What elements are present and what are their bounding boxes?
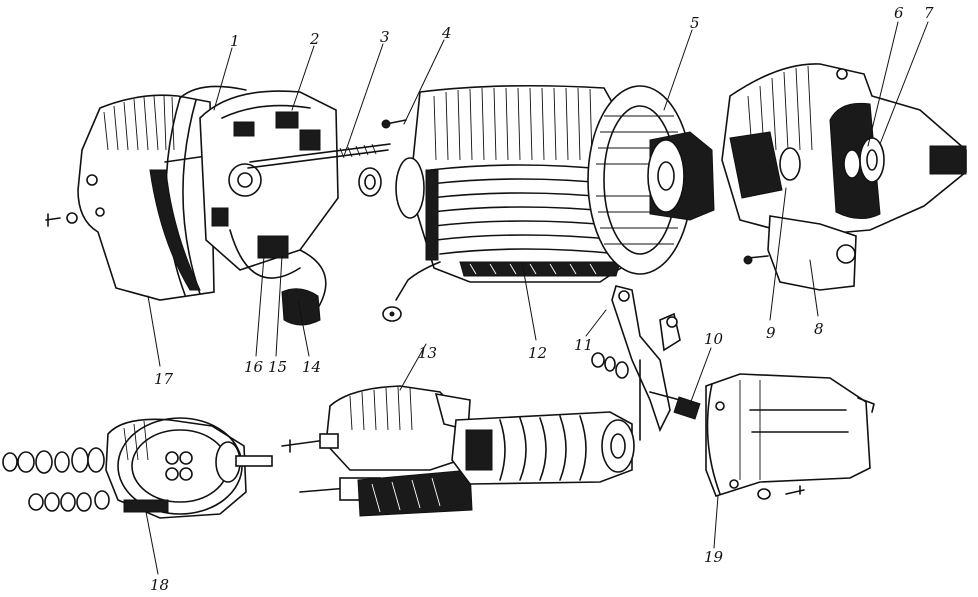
callout-12: 12: [528, 344, 547, 362]
leader-lines: [145, 21, 929, 575]
callout-4: 4: [441, 24, 452, 42]
solenoid-drive-assembly: [281, 385, 635, 517]
through-bolt: [247, 143, 391, 169]
callout-3: 3: [380, 28, 390, 46]
callout-11: 11: [574, 336, 593, 354]
rear-cover-housing: [77, 94, 249, 301]
washer: [358, 167, 382, 197]
callout-19: 19: [704, 548, 724, 566]
callout-labels: 1 2 3 4 5 6 7 8 9 10 11 12 13 14 15 16 1…: [150, 4, 934, 594]
cover-screw: [45, 212, 78, 227]
callout-5: 5: [690, 14, 700, 32]
armature: [587, 85, 715, 275]
callout-9: 9: [766, 324, 776, 342]
callout-6: 6: [894, 4, 904, 22]
callout-15: 15: [268, 358, 287, 376]
callout-7: 7: [924, 4, 934, 22]
solenoid-cover: [705, 373, 875, 500]
callout-18: 18: [150, 576, 169, 594]
callout-2: 2: [309, 30, 320, 48]
field-lead-terminal: [382, 261, 441, 322]
terminal-nuts-washers: [2, 447, 110, 512]
callout-13: 13: [418, 344, 437, 362]
brush-holder-assembly: [179, 85, 339, 326]
callout-17: 17: [154, 370, 174, 388]
terminal-bolt: [649, 391, 701, 420]
stator-yoke: [381, 84, 631, 283]
commutator-end-assembly: [105, 417, 273, 519]
callout-8: 8: [814, 320, 824, 338]
callout-1: 1: [230, 32, 240, 50]
callout-16: 16: [244, 358, 264, 376]
callout-14: 14: [302, 358, 321, 376]
callout-10: 10: [704, 330, 724, 348]
drive-end-housing: [721, 63, 967, 291]
